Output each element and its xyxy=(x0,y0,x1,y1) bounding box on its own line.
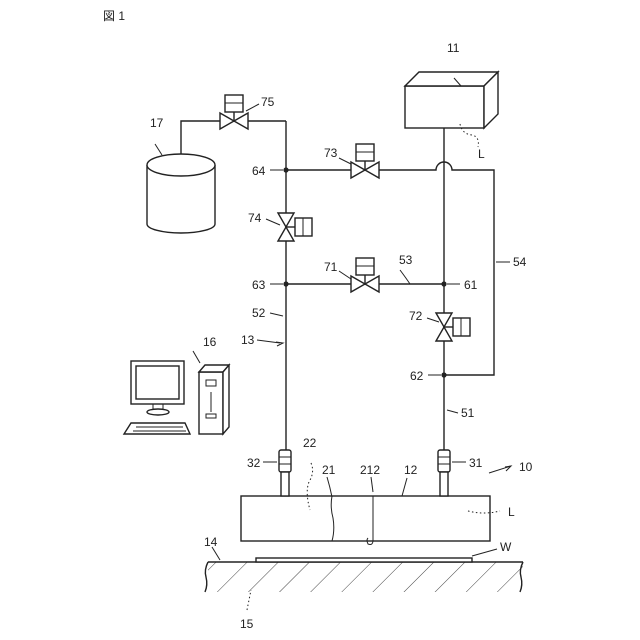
connector-31 xyxy=(438,450,450,496)
label-16: 16 xyxy=(203,335,217,349)
label-32: 32 xyxy=(247,456,261,470)
connector-32 xyxy=(279,450,291,496)
label-w: W xyxy=(500,540,512,554)
label-21: 21 xyxy=(322,463,336,477)
valve-71 xyxy=(351,258,379,292)
wafer-w xyxy=(256,558,472,562)
label-74: 74 xyxy=(248,211,262,225)
label-75: 75 xyxy=(261,95,275,109)
label-52: 52 xyxy=(252,306,266,320)
label-63: 63 xyxy=(252,278,266,292)
valve-73 xyxy=(351,144,379,178)
label-61: 61 xyxy=(464,278,478,292)
head-12 xyxy=(241,496,490,541)
label-14: 14 xyxy=(204,535,218,549)
tank-17 xyxy=(147,154,215,233)
valve-75 xyxy=(220,95,248,129)
label-l-top: L xyxy=(478,147,485,161)
label-51: 51 xyxy=(461,406,475,420)
label-62: 62 xyxy=(410,369,424,383)
label-53: 53 xyxy=(399,253,413,267)
valve-72 xyxy=(436,313,470,341)
valve-74 xyxy=(278,213,312,241)
label-54: 54 xyxy=(513,255,527,269)
supply-unit-11 xyxy=(405,72,498,128)
label-11: 11 xyxy=(447,41,460,55)
label-64: 64 xyxy=(252,164,266,178)
label-73: 73 xyxy=(324,146,338,160)
label-31: 31 xyxy=(469,456,483,470)
stage-14 xyxy=(205,562,523,592)
label-12: 12 xyxy=(404,463,418,477)
label-13: 13 xyxy=(241,333,255,347)
label-l-mid: L xyxy=(508,505,515,519)
label-71: 71 xyxy=(324,260,338,274)
label-17: 17 xyxy=(150,116,164,130)
label-10: 10 xyxy=(519,460,533,474)
computer-16 xyxy=(124,361,229,434)
label-212: 212 xyxy=(360,463,380,477)
figure-title: 図 1 xyxy=(103,9,125,23)
label-22: 22 xyxy=(303,436,317,450)
label-72: 72 xyxy=(409,309,423,323)
label-15: 15 xyxy=(240,617,254,631)
